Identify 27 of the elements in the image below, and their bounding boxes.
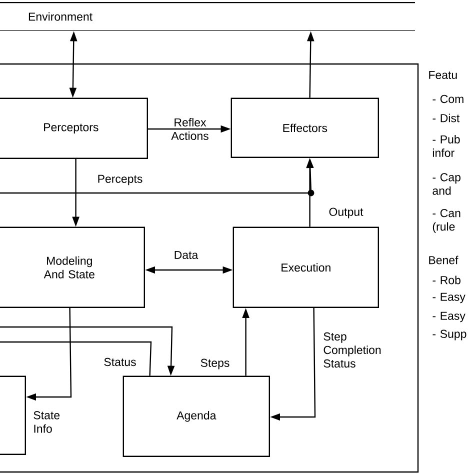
- edge-label: Percepts: [98, 174, 142, 186]
- edge-label: Step Completion Status: [324, 332, 381, 368]
- process-box: Perceptors: [0, 98, 148, 159]
- side-note: - Supp: [432, 330, 466, 340]
- side-note: - Com: [432, 94, 464, 104]
- environment-band: Environment: [0, 2, 415, 31]
- process-box: Effectors: [230, 98, 379, 158]
- side-note: Benef: [429, 256, 458, 264]
- side-note: - Easy: [432, 312, 466, 322]
- side-note: - Cap and: [432, 173, 460, 195]
- side-note: - Easy: [432, 292, 466, 304]
- process-box: Execution: [232, 226, 379, 308]
- side-note: Featu: [429, 71, 457, 79]
- edge-label: Output: [329, 208, 364, 218]
- edge-label: State Info: [34, 411, 60, 433]
- agent-boundary-box: [0, 63, 419, 473]
- edge-label: Status: [104, 358, 136, 366]
- edge-label: Reflex Actions: [171, 118, 208, 140]
- side-note: - Pub infor: [432, 135, 460, 157]
- edge-label: Data: [174, 251, 198, 259]
- side-note: - Can (rule: [432, 209, 460, 233]
- process-box: Modeling And State: [0, 226, 145, 308]
- process-box: [0, 376, 26, 455]
- side-note: - Rob: [432, 276, 460, 284]
- side-note: - Dist: [432, 114, 460, 122]
- edge-label: Steps: [200, 358, 230, 370]
- process-box: Agenda: [122, 376, 270, 457]
